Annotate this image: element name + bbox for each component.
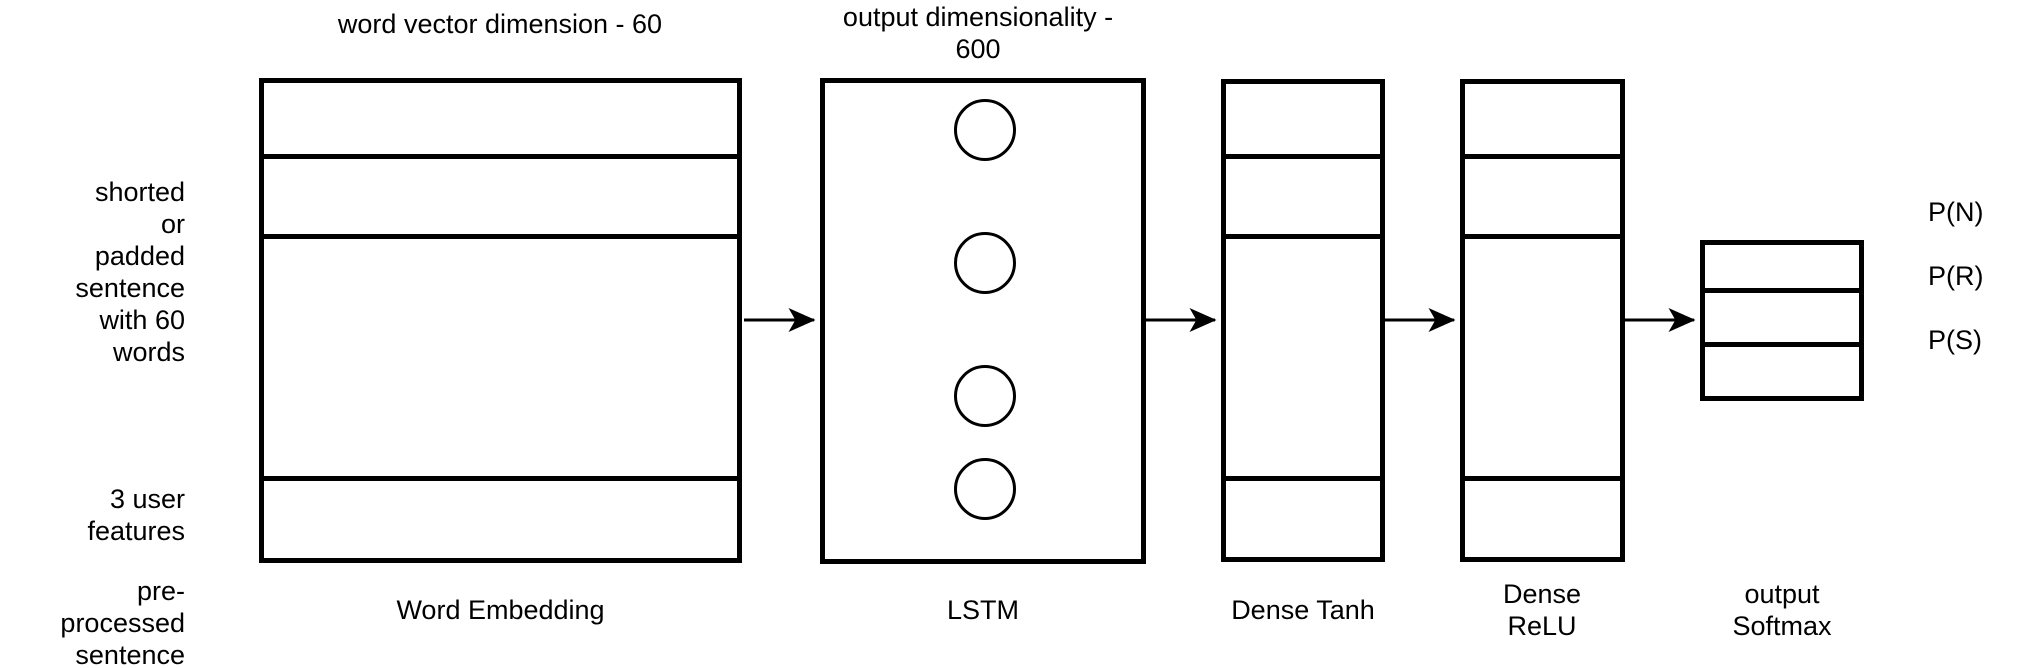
- title-word-vector-dimension: word vector dimension - 60: [337, 9, 663, 39]
- output-class-label-ps: P(S): [1928, 325, 1982, 355]
- input-preprocessed-label: pre- processed sentence: [60, 576, 185, 668]
- dense-relu-row: [1465, 84, 1620, 159]
- dense-tanh-row: [1226, 84, 1380, 159]
- layer-lstm[interactable]: [820, 78, 1146, 564]
- input-user-features-label: 3 user features: [87, 484, 185, 546]
- caption-lstm: LSTM: [946, 595, 1019, 625]
- caption-dense-tanh: Dense Tanh: [1231, 595, 1375, 625]
- dense-relu-row: [1465, 481, 1620, 557]
- word-embedding-row: [264, 239, 737, 481]
- output-class-label-pr: P(R): [1928, 261, 1984, 291]
- layer-output-softmax[interactable]: [1700, 240, 1864, 401]
- dense-relu-row: [1465, 159, 1620, 239]
- dense-relu-row: [1465, 239, 1620, 481]
- layer-word-embedding[interactable]: [259, 78, 742, 563]
- caption-dense-relu: Dense ReLU: [1502, 579, 1582, 641]
- dense-tanh-row: [1226, 481, 1380, 557]
- caption-output-softmax: output Softmax: [1732, 579, 1832, 641]
- output-class-label-pn: P(N): [1928, 197, 1984, 227]
- lstm-cell-node: [954, 365, 1016, 427]
- input-sentence-label: shorted or padded sentence with 60 words: [75, 177, 185, 367]
- lstm-cell-node: [954, 99, 1016, 161]
- output-softmax-row: [1705, 293, 1859, 347]
- output-softmax-row: [1705, 245, 1859, 293]
- lstm-cell-node: [954, 232, 1016, 294]
- layer-dense-tanh[interactable]: [1221, 79, 1385, 562]
- output-softmax-row: [1705, 347, 1859, 396]
- dense-tanh-row: [1226, 159, 1380, 239]
- word-embedding-row: [264, 159, 737, 239]
- word-embedding-row: [264, 83, 737, 159]
- dense-tanh-row: [1226, 239, 1380, 481]
- caption-word-embedding: Word Embedding: [396, 595, 605, 625]
- layer-dense-relu[interactable]: [1460, 79, 1625, 562]
- title-output-dimensionality: output dimensionality - 600: [842, 2, 1114, 64]
- lstm-cell-node: [954, 458, 1016, 520]
- word-embedding-row: [264, 481, 737, 558]
